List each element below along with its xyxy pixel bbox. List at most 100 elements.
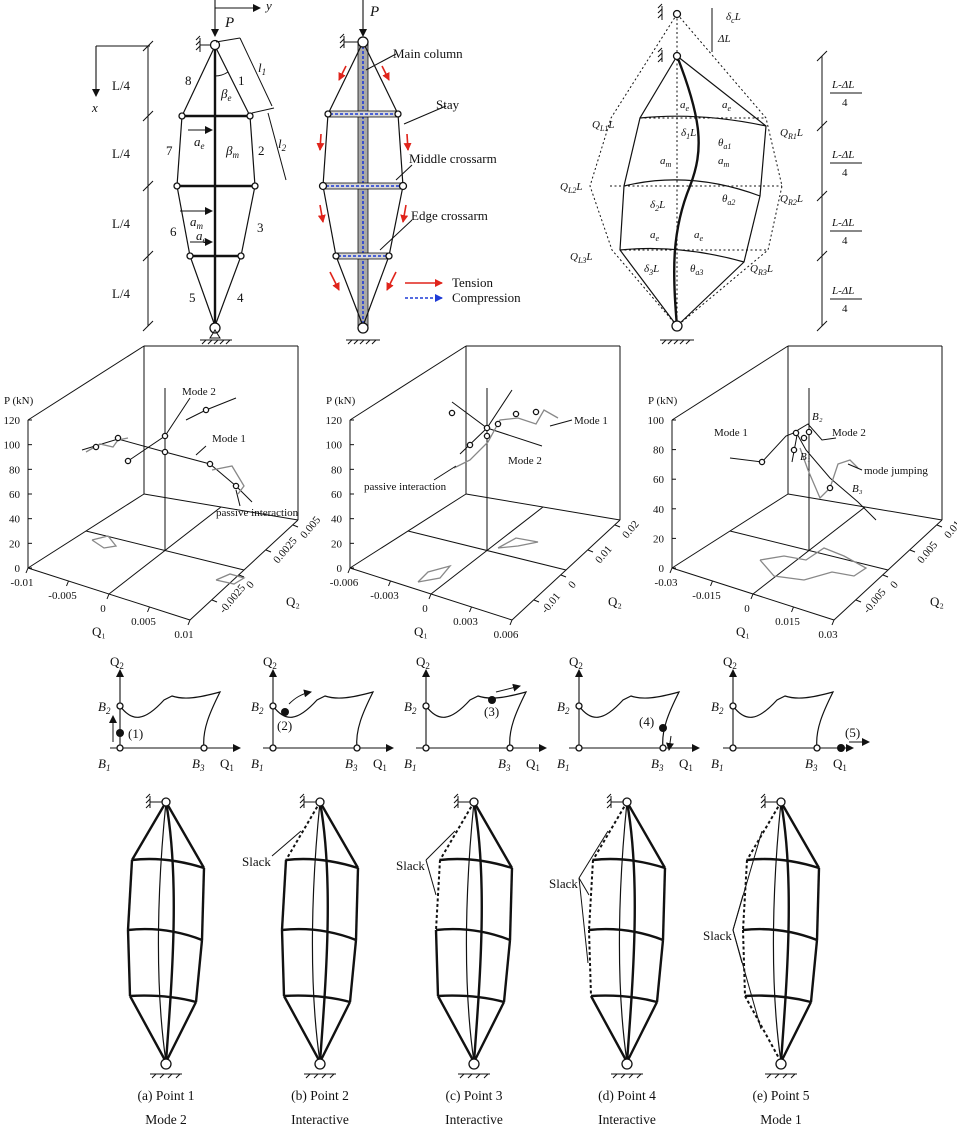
base-hatch: [459, 1073, 489, 1079]
beta-e-label: βe: [220, 86, 231, 103]
column: [779, 801, 790, 1063]
y-tick-label: 0.005: [915, 539, 940, 566]
svg-text:L-ΔL: L-ΔL: [831, 217, 854, 229]
x-tick-label: 0.015: [775, 616, 800, 628]
deformed-column: [672, 55, 700, 327]
caption-title: (b) Point 2: [291, 1088, 349, 1103]
y-tick-label: 0: [888, 579, 901, 591]
top-support-hatch: [145, 793, 151, 809]
y-tick-label: 0.005: [298, 514, 323, 541]
top-left-edge: [671, 345, 789, 421]
floor-q1-line: [430, 506, 544, 595]
y-tick-label: 0.01: [942, 518, 957, 540]
q1-label: Q1: [526, 756, 540, 773]
x-tick-label: 0.003: [453, 616, 478, 628]
left-stay: [746, 801, 782, 861]
data-node: [92, 443, 100, 451]
column-line: [311, 801, 321, 1063]
top-support-hatch: [299, 793, 305, 809]
b1-node: [116, 744, 124, 752]
b3-node: [659, 744, 667, 752]
support-base-c: [660, 339, 694, 345]
member-2: 2: [258, 143, 265, 158]
b2-node: [729, 702, 737, 710]
b1-label: B1: [557, 756, 569, 773]
annotation-mode2: Mode 2: [832, 427, 866, 439]
data-node: [466, 441, 474, 449]
data-node: [758, 458, 766, 466]
leader-middle-crossarm: [395, 164, 413, 181]
left-stay: [280, 859, 288, 931]
y-tick: [211, 599, 218, 603]
x-tick-label: 0: [744, 603, 750, 615]
slack-leader: [578, 877, 590, 896]
left-stay: [126, 859, 134, 931]
label-edge-crossarm: Edge crossarm: [411, 208, 488, 223]
bottom-node: [468, 1058, 480, 1070]
beta-e-arc: [214, 71, 229, 77]
x-tick: [509, 619, 513, 626]
path-boundary: [119, 691, 222, 749]
nodes-b: [318, 36, 408, 334]
bottom-node: [775, 1058, 787, 1070]
b2-label: B2: [404, 699, 417, 716]
motion-arrow: [495, 683, 521, 693]
column: [318, 801, 329, 1063]
l1-ext2: [251, 107, 275, 114]
leader-stay: [403, 105, 447, 125]
y-tick: [238, 574, 245, 578]
bottom-node: [621, 1058, 633, 1070]
support-pin-top-a: [195, 35, 211, 52]
top-node: [161, 797, 171, 807]
b1-label: B1: [251, 756, 263, 773]
left-stay: [126, 929, 132, 997]
caption-mode: Mode 1: [760, 1112, 802, 1127]
floor-trace-2b: [497, 537, 539, 549]
data-node: [124, 457, 132, 465]
column-line: [465, 801, 475, 1063]
force-panel: P: [316, 0, 521, 345]
b2-label: B2: [711, 699, 724, 716]
b3-node: [506, 744, 514, 752]
q2-label: Q2: [723, 654, 737, 671]
data-node: [232, 482, 240, 490]
b3-label: B3: [498, 756, 511, 773]
b2-node: [116, 702, 124, 710]
right-stay: [779, 801, 821, 869]
slack-leader: [732, 894, 744, 931]
data-node: [790, 446, 798, 454]
x-tick: [750, 593, 754, 600]
column-line: [772, 801, 782, 1063]
outer-envelope-right: [676, 13, 783, 327]
x-tick: [187, 619, 191, 626]
b2-label: B2: [98, 699, 111, 716]
leader-passive: [433, 465, 457, 481]
x-tick: [710, 580, 713, 587]
top-support-hatch: [760, 793, 766, 809]
leader-mode1: [195, 445, 207, 456]
crossarm-top: [131, 857, 205, 870]
load-QR1: QR1L: [780, 127, 803, 141]
x-tick: [147, 606, 150, 613]
point-label: (4): [639, 714, 654, 729]
y-axis-label: Q₂: [608, 594, 622, 609]
svg-text:L-ΔL: L-ΔL: [831, 79, 854, 91]
l1-ext: [215, 37, 241, 43]
x-tick-label: 0: [422, 603, 428, 615]
x-tick-label: -0.003: [370, 590, 399, 602]
seg-label-3: L/4: [112, 216, 131, 231]
annotation-mode1: Mode 1: [212, 433, 246, 445]
base-hatch: [612, 1073, 642, 1079]
theta3-label: θa3: [690, 263, 703, 277]
am-label: am: [190, 214, 204, 231]
column-line: [157, 801, 167, 1063]
b3-label: B3: [805, 756, 818, 773]
top-node: [776, 797, 786, 807]
support-base-a: [200, 329, 232, 345]
data-node: [826, 484, 834, 492]
slack-label: Slack: [242, 854, 271, 869]
